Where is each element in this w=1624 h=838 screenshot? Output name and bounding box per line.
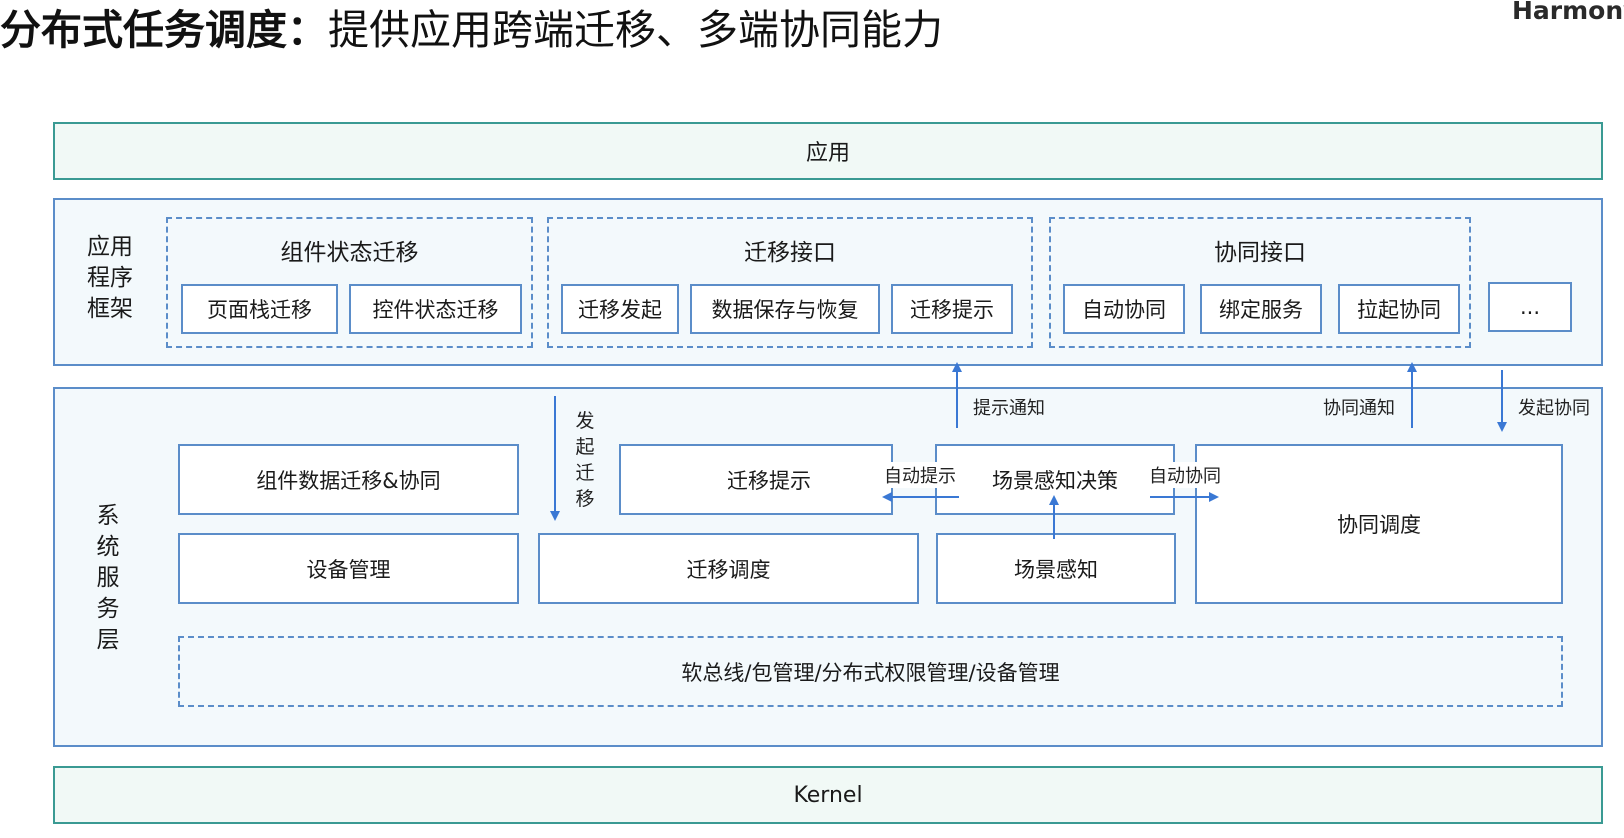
collaboration-scheduling-box: 协同调度: [1195, 444, 1563, 604]
start-migration-char-4: 移: [575, 488, 595, 510]
collaboration-api-group: 协同接口 自动协同 绑定服务 拉起协同: [1049, 217, 1471, 348]
box-label: 场景感知: [1014, 557, 1098, 582]
box-label: 协同调度: [1337, 513, 1421, 537]
kernel-layer-label: Kernel: [793, 782, 863, 808]
data-save-restore-box: 数据保存与恢复: [690, 284, 880, 334]
kernel-layer: Kernel: [53, 766, 1603, 824]
group-title: 迁移接口: [744, 240, 836, 266]
box-label: 控件状态迁移: [372, 298, 499, 322]
device-management-box: 设备管理: [178, 533, 519, 604]
box-label: 数据保存与恢复: [711, 298, 859, 322]
group-title: 协同接口: [1214, 240, 1306, 266]
scene-perception-decision-box: 场景感知决策: [935, 444, 1175, 515]
box-label: 软总线/包管理/分布式权限管理/设备管理: [681, 660, 1060, 685]
title-bold-part: 分布式任务调度：: [0, 6, 328, 54]
box-label: 拉起协同: [1357, 298, 1441, 322]
box-label: 页面栈迁移: [207, 298, 312, 322]
box-label: 设备管理: [306, 557, 391, 582]
bind-service-box: 绑定服务: [1200, 284, 1322, 334]
launch-collab-box: 拉起协同: [1338, 284, 1460, 334]
migration-scheduling-box: 迁移调度: [538, 533, 919, 604]
system-service-label: 系 统 服 务 层: [83, 501, 133, 656]
start-migration-char-3: 迁: [575, 462, 595, 484]
service-label-char-3: 服: [96, 565, 120, 591]
migration-hint-api-box: 迁移提示: [891, 284, 1013, 334]
box-label: 组件数据迁移&协同: [256, 468, 441, 493]
auto-collab-label: 自动协同: [1147, 462, 1223, 488]
box-label: 迁移提示: [727, 468, 811, 493]
hint-notify-label: 提示通知: [973, 398, 1045, 419]
page-title: 分布式任务调度：提供应用跨端迁移、多端协同能力: [0, 2, 943, 58]
migration-hint-service-box: 迁移提示: [619, 444, 893, 515]
start-migration-char-1: 发: [575, 410, 595, 432]
control-state-migration-box: 控件状态迁移: [349, 284, 522, 334]
start-migration-label: 发 起 迁 移: [573, 408, 597, 512]
box-label: 绑定服务: [1219, 298, 1303, 322]
migration-start-box: 迁移发起: [561, 284, 679, 334]
auto-collab-api-box: 自动协同: [1063, 284, 1185, 334]
framework-label-line-2: 程序: [87, 265, 133, 291]
app-framework-layer: 应用 程序 框架 组件状态迁移 页面栈迁移 控件状态迁移 迁移接口 迁移发起 数…: [53, 198, 1603, 366]
service-label-char-2: 统: [96, 534, 120, 560]
migration-api-group: 迁移接口 迁移发起 数据保存与恢复 迁移提示: [547, 217, 1033, 348]
component-state-migration-group: 组件状态迁移 页面栈迁移 控件状态迁移: [166, 217, 533, 348]
start-collab-label: 发起协同: [1518, 398, 1590, 419]
box-label: 自动协同: [1082, 298, 1166, 322]
box-label: 迁移发起: [578, 298, 662, 322]
auto-hint-label: 自动提示: [882, 462, 958, 488]
framework-label-line-1: 应用: [87, 234, 133, 260]
app-layer-label: 应用: [805, 141, 850, 166]
title-rest-part: 提供应用跨端迁移、多端协同能力: [328, 6, 943, 54]
bus-package-permission-device-box: 软总线/包管理/分布式权限管理/设备管理: [178, 636, 1563, 707]
framework-label-line-3: 框架: [87, 296, 133, 322]
service-label-char-4: 务: [96, 596, 120, 622]
more-box: ...: [1488, 282, 1572, 332]
collab-notify-label: 协同通知: [1323, 398, 1395, 419]
more-label: ...: [1519, 295, 1541, 319]
start-migration-char-2: 起: [575, 436, 595, 458]
box-label: 迁移提示: [910, 298, 994, 322]
service-label-char-1: 系: [96, 503, 120, 529]
app-framework-label: 应用 程序 框架: [79, 232, 141, 325]
app-layer: 应用: [53, 122, 1603, 180]
group-title: 组件状态迁移: [280, 240, 419, 266]
scene-perception-box: 场景感知: [936, 533, 1176, 604]
service-label-char-5: 层: [96, 627, 120, 653]
page-stack-migration-box: 页面栈迁移: [181, 284, 338, 334]
brand-logo-text: Harmony: [1512, 0, 1624, 25]
box-label: 迁移调度: [686, 557, 771, 582]
box-label: 场景感知决策: [992, 468, 1118, 493]
component-data-migration-collab-box: 组件数据迁移&协同: [178, 444, 519, 515]
